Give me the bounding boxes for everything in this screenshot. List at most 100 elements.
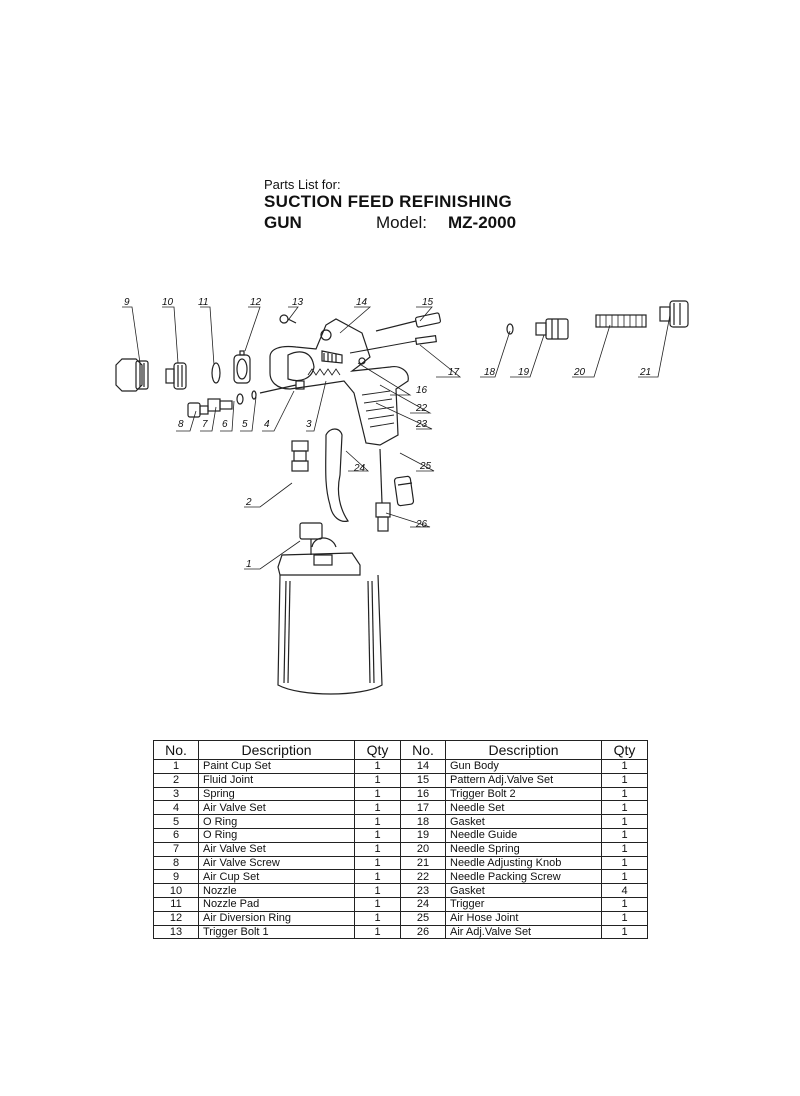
part-no: 21 [400,855,446,871]
part-description: Trigger Bolt 1 [198,924,355,940]
part-description: Gasket [445,814,602,829]
part-description: Nozzle [198,883,355,898]
callout-2: 2 [245,497,252,508]
air-hose-joint-part [393,475,415,507]
part-description: Trigger [445,896,602,912]
callout-22: 22 [415,403,428,414]
part-qty: 1 [354,814,401,829]
part-no: 9 [153,869,199,885]
callout-21: 21 [639,367,651,378]
part-description: Paint Cup Set [198,759,355,774]
parts-table: No. Description Qty No. Description Qty … [153,740,648,940]
part-no: 11 [153,896,199,912]
part-no: 24 [400,896,446,912]
part-description: Air Hose Joint [445,910,602,926]
air-diversion-ring-part [233,350,251,384]
header-description: Description [445,740,602,760]
callout-11: 11 [198,297,208,308]
part-description: Fluid Joint [198,772,355,788]
air-valve-set-7-part [207,398,233,412]
part-no: 13 [153,924,199,940]
part-qty: 1 [601,855,648,871]
needle-guide-part [535,318,569,340]
part-no: 17 [400,800,446,816]
part-qty: 1 [354,883,401,898]
part-qty: 1 [601,772,648,788]
callout-numbers: 9 10 11 12 13 14 15 21 20 19 18 17 16 22… [124,297,651,570]
callout-19: 19 [518,367,530,378]
part-qty: 1 [601,841,648,857]
part-qty: 1 [601,786,648,802]
needle-set-part [349,334,437,354]
part-qty: 1 [354,786,401,802]
part-description: Air Cup Set [198,869,355,885]
part-no: 2 [153,772,199,788]
part-description: Air Diversion Ring [198,910,355,926]
part-description: Needle Adjusting Knob [445,855,602,871]
air-adj-valve-part [375,448,391,532]
part-qty: 1 [354,841,401,857]
callout-26: 26 [415,519,428,530]
part-qty: 1 [354,896,401,912]
part-description: Air Valve Set [198,841,355,857]
document-title: SUCTION FEED REFINISHING [264,192,513,211]
part-qty: 1 [354,759,401,774]
gun-body-part [269,318,409,446]
callout-5: 5 [242,419,248,430]
part-description: Trigger Bolt 2 [445,786,602,802]
part-no: 8 [153,855,199,871]
part-qty: 1 [601,910,648,926]
part-no: 6 [153,827,199,843]
part-qty: 1 [354,924,401,940]
part-qty: 1 [601,896,648,912]
o-ring-5-part [251,390,257,400]
part-qty: 1 [601,814,648,829]
part-description: Air Valve Screw [198,855,355,871]
spring-part [307,368,341,376]
header-qty: Qty [354,740,401,760]
callout-4: 4 [264,419,270,430]
header-qty: Qty [601,740,648,760]
callout-10: 10 [162,297,174,308]
callout-1: 1 [246,559,252,570]
part-no: 10 [153,883,199,898]
part-qty: 4 [601,883,648,898]
callout-6: 6 [222,419,228,430]
callout-12: 12 [250,297,262,308]
gasket-18-part [506,323,514,335]
part-description: Needle Guide [445,827,602,843]
nozzle-pad-part [211,362,221,384]
callout-23: 23 [415,419,428,430]
callout-17: 17 [448,367,460,378]
part-no: 25 [400,910,446,926]
part-no: 26 [400,924,446,940]
part-qty: 1 [601,759,648,774]
part-description: Air Adj.Valve Set [445,924,602,940]
part-qty: 1 [354,855,401,871]
part-qty: 1 [354,772,401,788]
trigger-bolt-2-part [358,357,366,365]
callout-13: 13 [292,297,304,308]
nozzle-part [165,362,187,390]
part-no: 18 [400,814,446,829]
callout-7: 7 [202,419,208,430]
part-no: 15 [400,772,446,788]
part-qty: 1 [601,800,648,816]
needle-knob-part [659,300,689,328]
part-no: 14 [400,759,446,774]
part-qty: 1 [354,910,401,926]
callout-9: 9 [124,297,130,308]
paint-cup-part [277,522,383,695]
callout-20: 20 [573,367,586,378]
callout-15: 15 [422,297,434,308]
